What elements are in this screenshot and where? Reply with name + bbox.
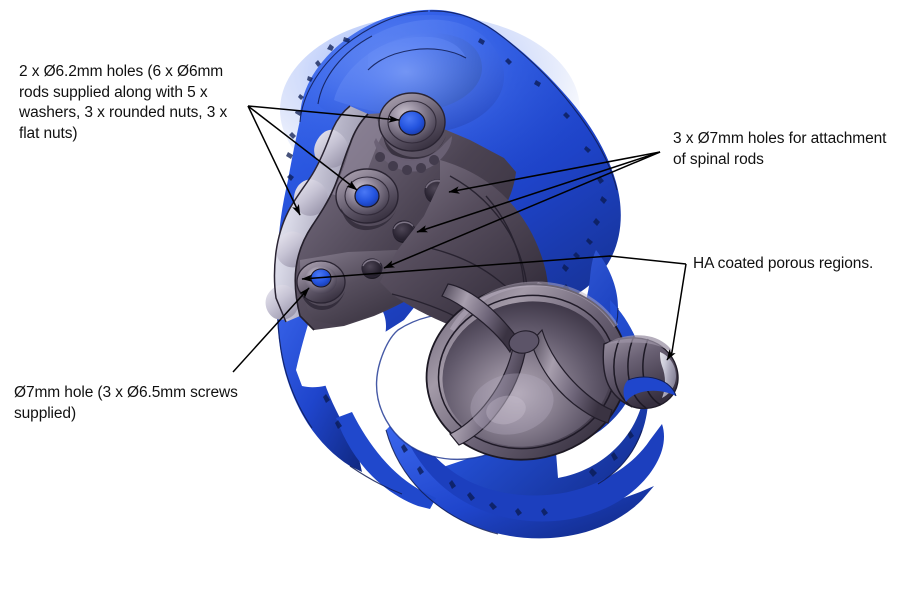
cup-rib-hub — [508, 330, 540, 354]
cup-specular-core — [486, 395, 526, 425]
leader-ha-coated — [301, 255, 687, 361]
cup-ribs — [441, 283, 613, 446]
spinal-rod-hole-3 — [361, 258, 383, 279]
annotation-ha-coated-regions: HA coated porous regions. — [693, 255, 874, 272]
bone-over-post — [623, 377, 676, 402]
saddle-scallops — [375, 152, 440, 175]
acetabular-cup — [425, 281, 629, 461]
leader-holes-6-2mm — [247, 105, 400, 216]
leader-hole-7mm-screw — [232, 287, 310, 373]
annotation-holes-6-2mm: 2 x Ø6.2mm holes (6 x Ø6mm rods supplied… — [19, 63, 228, 142]
pelvic-implant — [265, 92, 679, 461]
annotation-hole-7mm-screws: Ø7mm hole (3 x Ø6.5mm screws supplied) — [14, 384, 238, 422]
annotation-holes-7mm-spinal: 3 x Ø7mm holes for attachment of spinal … — [673, 130, 887, 168]
post-cap — [606, 335, 674, 354]
post-ha-pad — [660, 352, 676, 398]
top-boss-hole — [399, 111, 425, 135]
plate-outline — [294, 113, 369, 331]
bone-over-post-edge — [627, 376, 677, 397]
top-boss — [378, 92, 446, 162]
ischium-body — [398, 416, 664, 522]
ischial-notch — [556, 384, 644, 478]
pubic-ramus-left — [336, 412, 436, 509]
leader-holes-7mm — [383, 151, 661, 269]
mid-boss-hole — [355, 185, 379, 207]
cup-specular — [470, 373, 554, 435]
ha-band-edge — [273, 105, 351, 323]
leader-lines — [232, 105, 687, 373]
